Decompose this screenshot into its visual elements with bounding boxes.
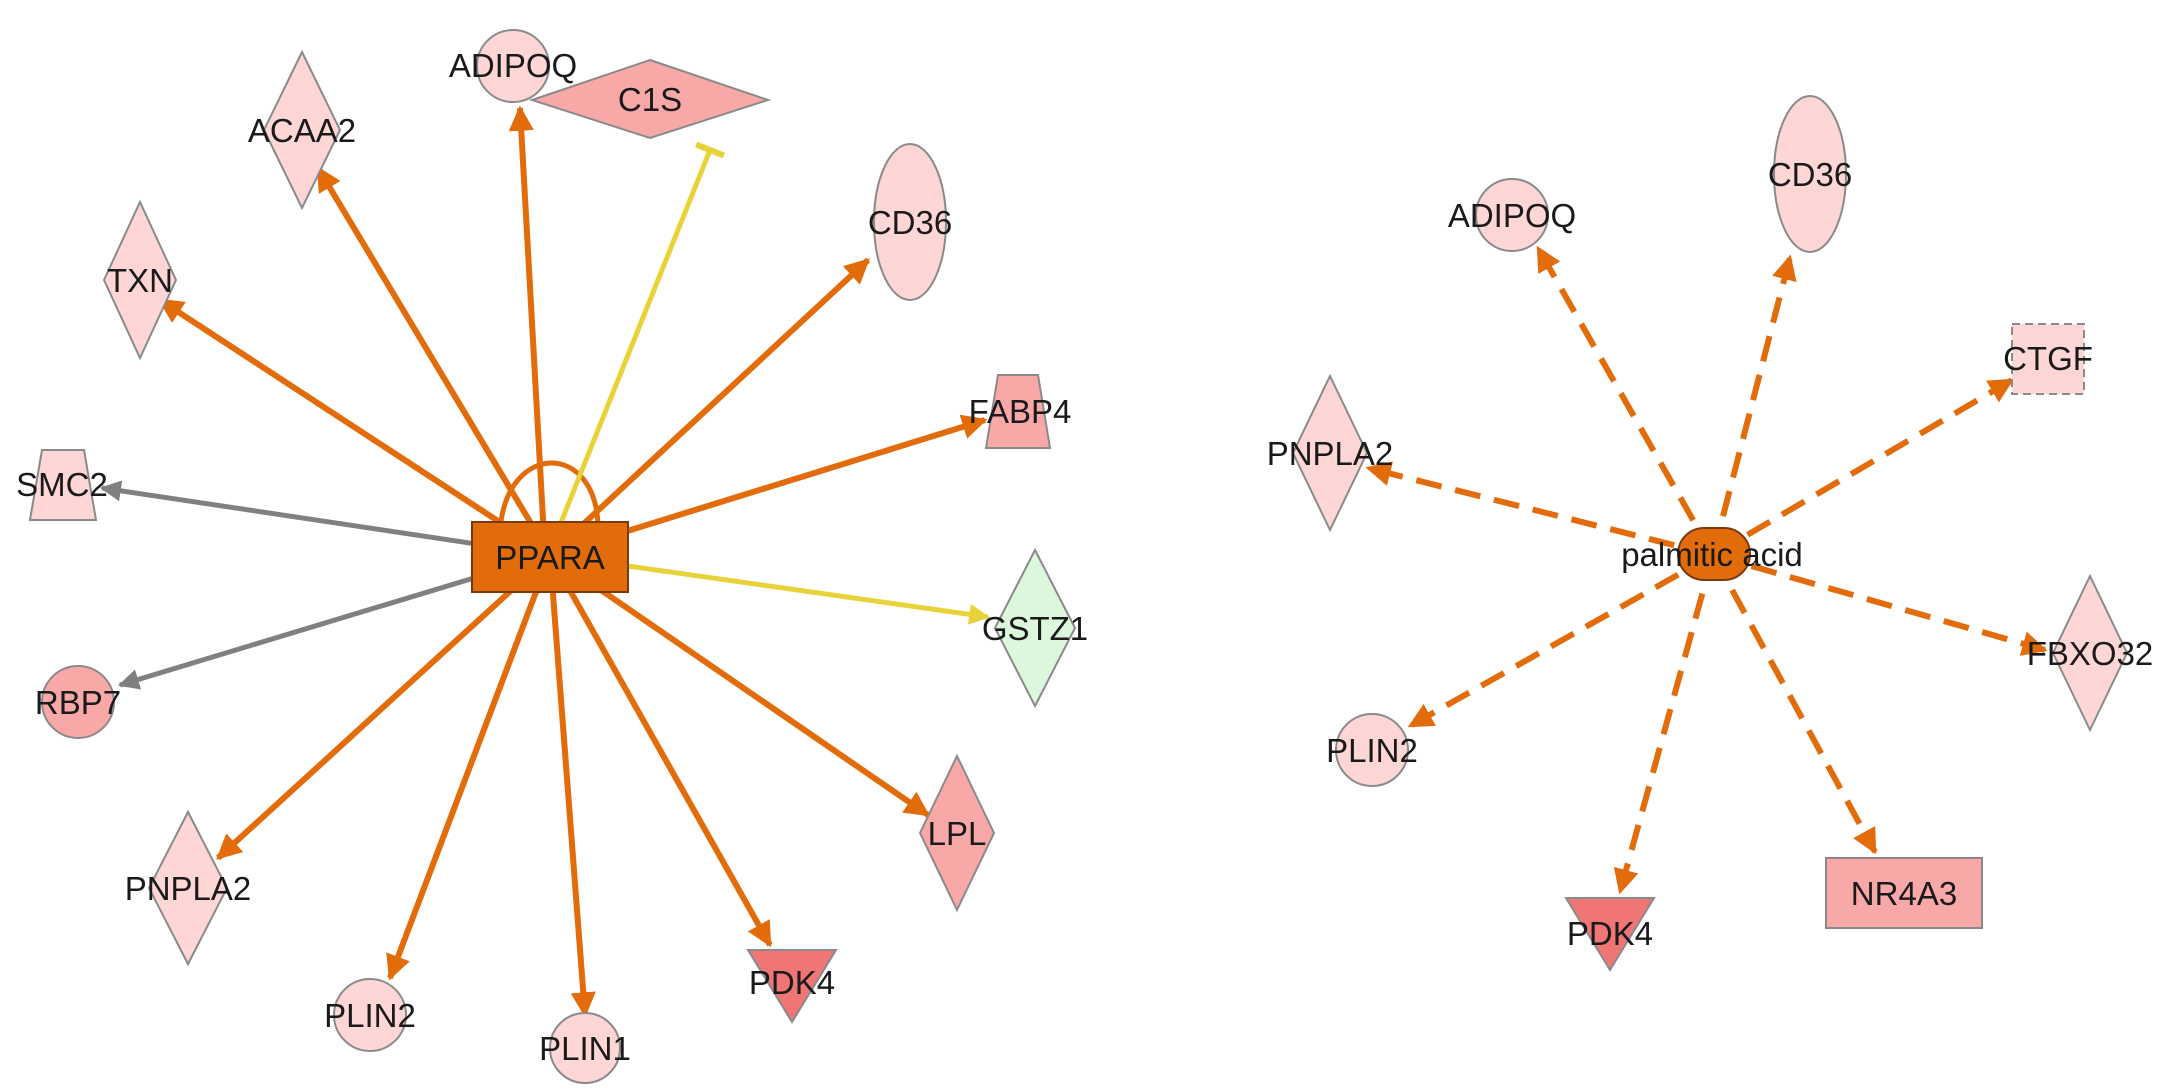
node-label: SMC2 — [16, 466, 108, 503]
edge-ppara-plin2 — [386, 553, 553, 981]
node-label: FBXO32 — [2027, 635, 2154, 672]
edge-palmitic-ctgf — [1711, 377, 2015, 558]
network-ppara: PPARA ADIPOQ C1S CD36 FABP4 GSTZ1 — [16, 29, 1088, 1084]
node-c1s[interactable]: C1S — [528, 58, 772, 140]
node-smc2[interactable]: SMC2 — [16, 449, 108, 521]
edge-palmitic-adipoq — [1535, 245, 1716, 557]
node-label: CD36 — [868, 204, 952, 241]
node-label: ACAA2 — [248, 112, 356, 149]
edge-palmitic-pdk4 — [1613, 554, 1716, 895]
node-label: PNPLA2 — [1267, 435, 1394, 472]
node-label: TXN — [107, 262, 173, 299]
node-adipoq[interactable]: ADIPOQ — [449, 29, 577, 103]
self-loop-edge-ppara — [497, 460, 601, 533]
edge-ppara-pdk4 — [547, 553, 773, 948]
node-fbxo32[interactable]: FBXO32 — [2027, 573, 2154, 733]
edge-palmitic-plin2 — [1407, 552, 1715, 729]
node-label: ADIPOQ — [449, 47, 577, 84]
node-plin2-2[interactable]: PLIN2 — [1326, 713, 1418, 787]
node-pnpla2-1[interactable]: PNPLA2 — [125, 809, 252, 967]
node-adipoq-2[interactable]: ADIPOQ — [1448, 178, 1576, 252]
node-label: GSTZ1 — [982, 610, 1088, 647]
node-pnpla2-2[interactable]: PNPLA2 — [1267, 373, 1394, 533]
node-cd36[interactable]: CD36 — [868, 143, 952, 301]
node-label: CD36 — [1768, 156, 1852, 193]
edge-ppara-txn — [157, 297, 552, 558]
edge-palmitic-pnpla2 — [1365, 461, 1714, 558]
node-label: CTGF — [2003, 340, 2093, 377]
node-label: palmitic acid — [1621, 536, 1803, 573]
edge-palmitic-nr4a3 — [1710, 553, 1878, 855]
node-ppara-hub[interactable]: PPARA — [471, 521, 629, 593]
node-txn[interactable]: TXN — [102, 199, 178, 361]
node-label: PPARA — [495, 539, 604, 576]
edge-ppara-c1s — [545, 141, 726, 556]
edge-ppara-pnpla2 — [215, 552, 553, 861]
palmitic-edges — [1365, 245, 2048, 895]
node-fabp4[interactable]: FABP4 — [969, 374, 1072, 449]
edge-ppara-lpl — [548, 552, 931, 818]
node-lpl[interactable]: LPL — [918, 753, 996, 913]
network-palmitic-acid: palmitic acid ADIPOQ CD36 CTGF FBXO32 NR… — [1267, 95, 2154, 972]
edge-palmitic-cd36 — [1710, 254, 1797, 556]
node-label: PLIN2 — [324, 997, 416, 1034]
edge-ppara-acaa2 — [315, 165, 553, 557]
edge-ppara-plin1 — [547, 554, 596, 1018]
node-label: LPL — [928, 815, 987, 852]
edge-ppara-adipoq — [508, 105, 548, 556]
ppara-nodes: PPARA ADIPOQ C1S CD36 FABP4 GSTZ1 — [16, 29, 1088, 1084]
node-nr4a3[interactable]: NR4A3 — [1825, 857, 1983, 929]
node-acaa2[interactable]: ACAA2 — [248, 49, 356, 211]
node-plin1[interactable]: PLIN1 — [539, 1012, 631, 1084]
node-pdk4-1[interactable]: PDK4 — [746, 949, 838, 1024]
node-rbp7[interactable]: RBP7 — [35, 665, 121, 739]
node-label: PNPLA2 — [125, 870, 252, 907]
node-label: PDK4 — [1567, 915, 1653, 952]
node-label: PLIN1 — [539, 1030, 631, 1067]
palmitic-nodes: palmitic acid ADIPOQ CD36 CTGF FBXO32 NR… — [1267, 95, 2154, 972]
node-label: FABP4 — [969, 393, 1072, 430]
edge-palmitic-fbxo32 — [1712, 552, 2048, 656]
node-cd36-2[interactable]: CD36 — [1768, 95, 1852, 253]
edge-ppara-cd36 — [547, 257, 871, 558]
node-label: C1S — [618, 81, 682, 118]
node-label: NR4A3 — [1851, 875, 1957, 912]
node-label: RBP7 — [35, 684, 121, 721]
node-label: PDK4 — [749, 964, 835, 1001]
node-palmitic-acid-hub[interactable]: palmitic acid — [1621, 527, 1803, 581]
node-label: ADIPOQ — [1448, 197, 1576, 234]
node-plin2-1[interactable]: PLIN2 — [324, 978, 416, 1052]
node-gstz1[interactable]: GSTZ1 — [982, 547, 1088, 709]
node-pdk4-2[interactable]: PDK4 — [1564, 897, 1656, 972]
node-label: PLIN2 — [1326, 732, 1418, 769]
node-ctgf[interactable]: CTGF — [2003, 323, 2093, 395]
